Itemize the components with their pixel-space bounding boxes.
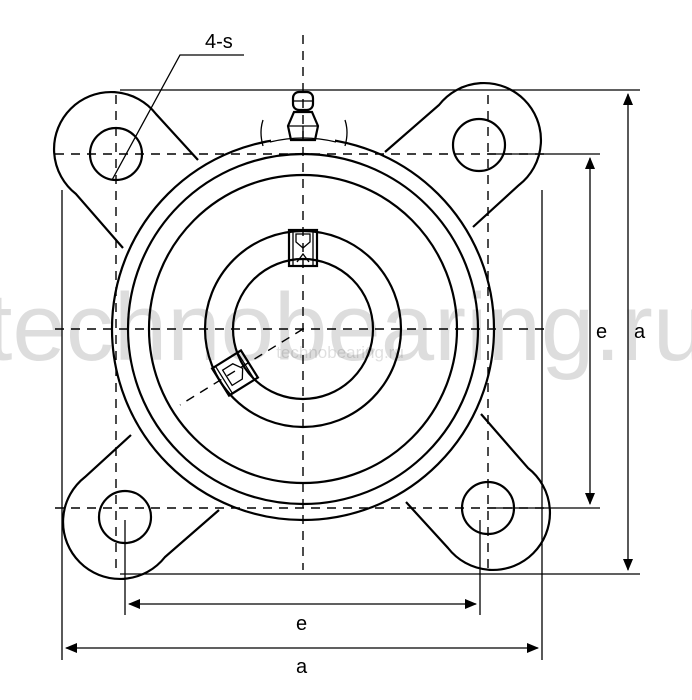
- lug-top-right: [383, 81, 543, 229]
- watermark-large: technobearing.ru: [0, 274, 692, 381]
- set-screw-side-icon: [210, 348, 260, 398]
- lug-bottom-right: [404, 412, 552, 572]
- lug-top-left: [52, 90, 200, 250]
- dimension-a-horizontal-label: a: [296, 656, 308, 678]
- center-lines: [55, 35, 550, 570]
- lug-bottom-left: [61, 433, 221, 581]
- hole-callout-label: 4-s: [205, 31, 233, 53]
- dimension-e-vertical-label: e: [596, 321, 607, 343]
- hole-callout-leader: [111, 54, 244, 181]
- dimension-e-horizontal-label: e: [296, 613, 307, 635]
- dimension-a-vertical-label: a: [634, 321, 646, 343]
- watermark-small: technobearing.ru: [276, 343, 404, 362]
- grease-fitting-icon: [260, 90, 348, 147]
- extension-lines: [61, 89, 640, 660]
